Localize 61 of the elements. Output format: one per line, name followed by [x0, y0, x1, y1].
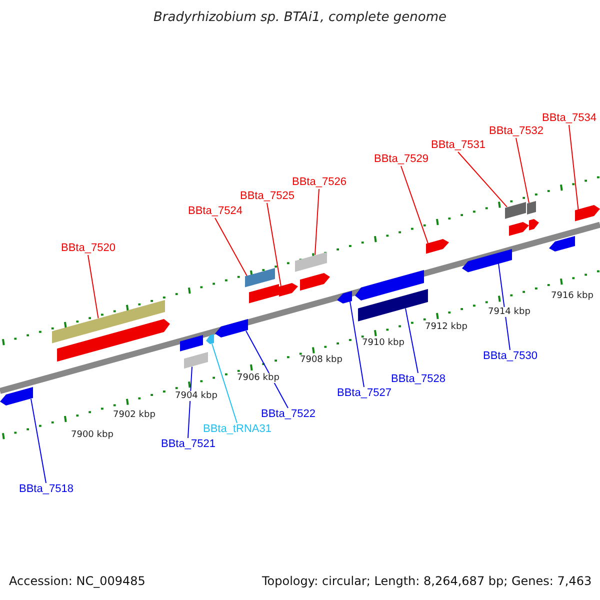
scale-label: 7904 kbp	[174, 391, 218, 401]
gene-feature	[215, 319, 248, 338]
gene-feature	[529, 218, 539, 230]
scale-label: 7912 kbp	[424, 322, 468, 332]
leader-line	[350, 300, 364, 388]
gene-feature	[295, 252, 327, 272]
leader-line	[266, 202, 282, 287]
scale-label: 7900 kbp	[70, 430, 114, 440]
scale-label: 7914 kbp	[487, 307, 532, 317]
scale-label: 7906 kbp	[236, 373, 280, 383]
gene-feature	[300, 272, 330, 290]
gene-feature	[358, 289, 428, 322]
gene-feature	[426, 239, 449, 254]
leader-line	[188, 366, 192, 438]
gene-feature	[337, 290, 352, 304]
gene-feature	[184, 352, 208, 369]
gene-feature	[549, 236, 575, 252]
leader-line	[400, 166, 428, 244]
scale-label: 7908 kbp	[299, 355, 344, 365]
gene-feature	[0, 387, 33, 406]
leader-line	[516, 138, 530, 204]
leader-line	[214, 218, 248, 276]
leader-line	[246, 330, 288, 408]
scale-label: 7910 kbp	[361, 338, 406, 348]
gene-feature	[57, 318, 170, 362]
leader-line	[88, 254, 99, 319]
gene-label: BBta_7528	[391, 373, 446, 386]
scale-label: 7916 kbp	[550, 291, 594, 301]
gene-label: BBta_7521	[161, 438, 216, 451]
gene-label: BBta_7526	[292, 176, 346, 189]
leader-line	[568, 124, 579, 210]
gene-feature	[245, 268, 275, 288]
gene-feature	[462, 248, 512, 272]
gene-label: BBta_7524	[188, 205, 242, 218]
gene-feature	[180, 334, 203, 351]
title: Bradyrhizobium sp. BTAi1, complete genome	[152, 10, 448, 25]
leader-line	[458, 152, 508, 208]
leader-line	[212, 343, 238, 424]
gene-label: BBta_7518	[19, 483, 74, 496]
gene-label: BBta_7529	[374, 153, 428, 166]
gene-label: BBta_7527	[337, 387, 392, 400]
leader-line	[498, 262, 510, 350]
gene-label: BBta_7532	[489, 125, 544, 138]
gene-label: BBta_tRNA31	[203, 423, 272, 436]
leader-line	[30, 398, 46, 484]
gene-feature	[279, 283, 298, 297]
footer-text: Topology: circular; Length: 8,264,687 bp; Genes: 7,463	[262, 574, 592, 588]
gene-label: BBta_7520	[61, 242, 116, 255]
leader-line	[405, 308, 418, 374]
footer-text: Accession: NC_009485	[9, 574, 146, 588]
gene-feature	[575, 205, 600, 222]
leader-line	[314, 188, 320, 256]
gene-feature	[355, 270, 424, 301]
gene-label: BBta_7522	[261, 408, 316, 421]
gene-feature	[206, 334, 214, 344]
scale-label: 7902 kbp	[112, 410, 156, 420]
gene-feature	[52, 300, 165, 343]
gene-label: BBta_7530	[483, 350, 538, 363]
gene-label: BBta_7525	[240, 190, 294, 203]
gene-label: BBta_7531	[431, 139, 486, 152]
gene-label: BBta_7534	[542, 112, 596, 125]
